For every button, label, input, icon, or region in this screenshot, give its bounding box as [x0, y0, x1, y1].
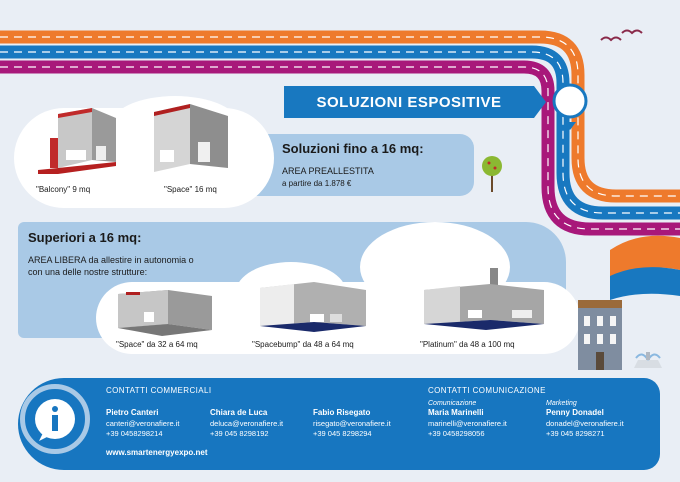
contact-name: Fabio Risegato	[313, 408, 371, 417]
small-stands-heading: Soluzioni fino a 16 mq:	[282, 141, 424, 156]
contact-email[interactable]: deluca@veronafiere.it	[210, 419, 284, 428]
contact-phone: +39 045 8298271	[546, 429, 605, 438]
contact-role: Comunicazione	[428, 400, 477, 407]
section-title: SOLUZIONI ESPOSITIVE	[316, 93, 502, 111]
large-stands-line2: con una delle nostre strutture:	[28, 267, 148, 277]
fountain-decoration	[634, 352, 662, 368]
website-link[interactable]: www.smartenergyexpo.net	[106, 448, 208, 457]
contact-email[interactable]: risegato@veronafiere.it	[313, 419, 391, 428]
booth-caption-balcony: "Balcony" 9 mq	[36, 185, 91, 194]
contact-name: Maria Marinelli	[428, 408, 484, 417]
small-stands-line1: AREA PREALLESTITA	[282, 166, 374, 176]
small-stands-line2: a partire da 1.878 €	[282, 179, 352, 188]
building-decoration	[578, 300, 622, 370]
spacebump-booth-image	[260, 282, 366, 332]
section-title-banner: SOLUZIONI ESPOSITIVE	[284, 86, 546, 118]
tree-decoration	[482, 156, 502, 192]
platinum-booth-image	[424, 268, 544, 330]
contact-name: Pietro Canteri	[106, 408, 159, 417]
booth-caption-platinum: "Platinum" da 48 a 100 mq	[420, 340, 515, 349]
info-badge	[20, 384, 90, 454]
contact-name: Chiara de Luca	[210, 408, 268, 417]
contact-phone: +39 0458298214	[106, 429, 163, 438]
booth-caption-spacebump: "Spacebump" da 48 a 64 mq	[252, 340, 354, 349]
contact-phone: +39 045 8298192	[210, 429, 269, 438]
contact-email[interactable]: canteri@veronafiere.it	[106, 419, 180, 428]
contact-phone: +39 0458298056	[428, 429, 485, 438]
contact-email[interactable]: marinelli@veronafiere.it	[428, 419, 507, 428]
large-stands-heading: Superiori a 16 mq:	[28, 230, 142, 245]
space-booth-image	[154, 104, 228, 172]
space-32-booth-image	[118, 290, 212, 336]
commercial-contacts-title: CONTATTI COMMERCIALI	[106, 386, 212, 395]
communication-contacts-title: CONTATTI COMUNICAZIONE	[428, 386, 546, 395]
contacts-bar	[18, 378, 660, 470]
large-stands-line1: AREA LIBERA da allestire in autonomia o	[28, 255, 194, 265]
contact-phone: +39 045 8298294	[313, 429, 372, 438]
balcony-booth-image	[38, 108, 116, 174]
booth-caption-space-32: "Space" da 32 a 64 mq	[116, 340, 198, 349]
contact-role: Marketing	[546, 400, 577, 407]
info-icon	[35, 399, 75, 441]
contact-name: Penny Donadel	[546, 408, 604, 417]
contact-email[interactable]: donadel@veronafiere.it	[546, 419, 624, 428]
booth-caption-space-16: "Space" 16 mq	[164, 185, 217, 194]
